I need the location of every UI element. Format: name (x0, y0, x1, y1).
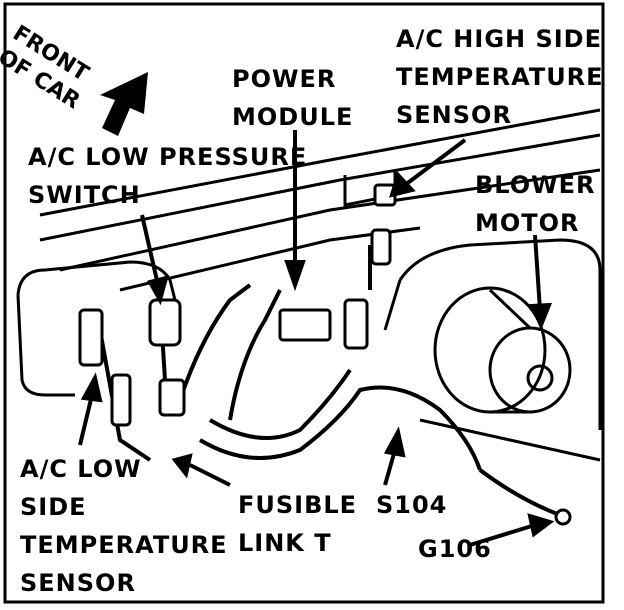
front-arrow-icon (100, 72, 148, 136)
ac-low-side-label: A/C LOW SIDE TEMPERATURE SENSOR (20, 450, 228, 602)
ac-low-side-line-3: TEMPERATURE (20, 531, 228, 559)
fusible-link-label: FUSIBLE LINK T (238, 486, 357, 562)
fusible-link-line-1: FUSIBLE (238, 491, 358, 519)
ac-high-side-line-1: A/C HIGH SIDE (396, 25, 602, 53)
s104-label: S104 (376, 491, 448, 519)
ac-low-side-line-1: A/C LOW (20, 455, 142, 483)
ac-high-side-line-3: SENSOR (396, 101, 512, 129)
leader-arrows (78, 130, 555, 547)
components (78, 183, 572, 526)
ac-low-pressure-line-2: SWITCH (28, 181, 141, 209)
body-panel (16, 238, 602, 462)
power-module-line-1: POWER (232, 65, 337, 93)
ac-low-pressure-label: A/C LOW PRESSURE SWITCH (28, 138, 307, 214)
ac-low-side-line-4: SENSOR (20, 569, 136, 597)
blower-motor-label: BLOWER MOTOR (475, 166, 595, 242)
blower-motor (433, 286, 572, 414)
ac-high-side-line-2: TEMPERATURE (396, 63, 604, 91)
g106-label: G106 (418, 535, 492, 563)
power-module-label: POWER MODULE (232, 60, 353, 136)
blower-motor-line-2: MOTOR (475, 209, 580, 237)
ac-high-side-label: A/C HIGH SIDE TEMPERATURE SENSOR (396, 20, 604, 134)
power-module-line-2: MODULE (232, 103, 354, 131)
ac-low-pressure-line-1: A/C LOW PRESSURE (28, 143, 308, 171)
ac-low-side-line-2: SIDE (20, 493, 87, 521)
fusible-link-line-2: LINK T (238, 529, 332, 557)
diagram-border (3, 2, 605, 604)
blower-motor-line-1: BLOWER (475, 171, 596, 199)
